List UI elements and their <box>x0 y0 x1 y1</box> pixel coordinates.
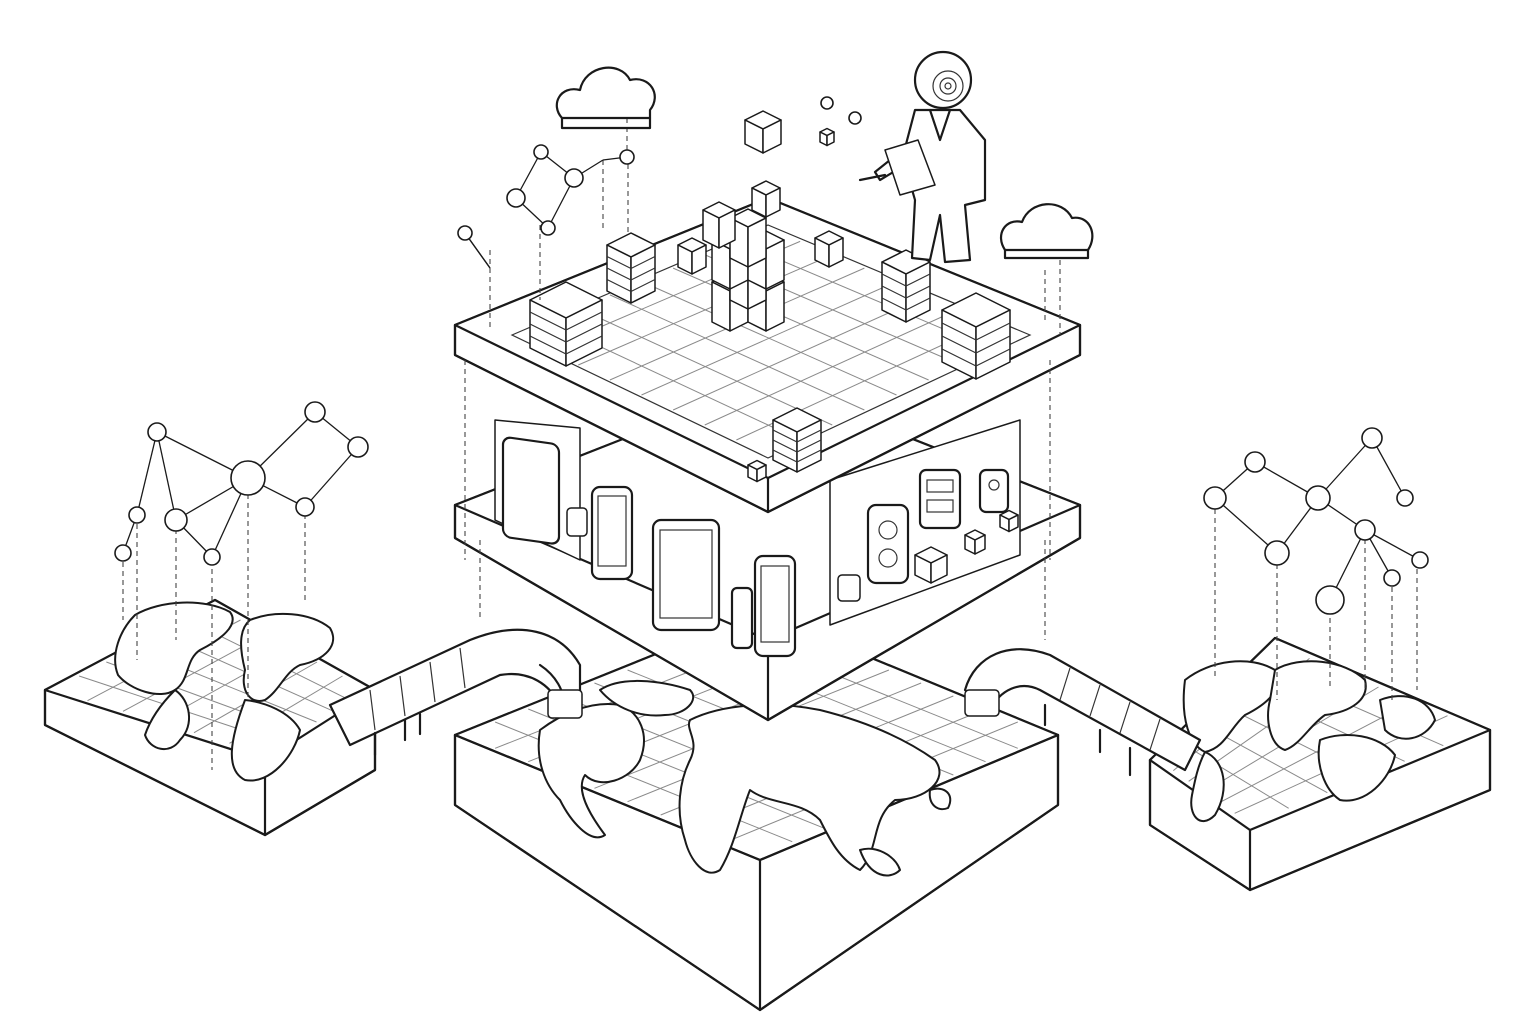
cube-icon <box>814 230 844 268</box>
cube-icon <box>964 529 986 555</box>
device-icon <box>978 468 1010 514</box>
graph-edge <box>304 446 359 508</box>
center-map-platform <box>453 610 1060 1012</box>
graph-node <box>114 544 132 562</box>
tablet-icon <box>501 436 561 545</box>
grid-line <box>578 307 833 426</box>
phone-icon <box>590 485 634 581</box>
graph-node <box>1396 489 1414 507</box>
world-map-icon <box>1182 660 1436 823</box>
graph-node <box>1361 427 1383 449</box>
cube-icon <box>819 127 835 147</box>
graph-edge <box>1214 497 1278 554</box>
cube-icon <box>702 201 736 249</box>
graph-edge <box>1317 437 1373 499</box>
phone-icon <box>753 554 797 658</box>
graph-node <box>1383 569 1401 587</box>
graph-node <box>820 96 834 110</box>
server-rack-icon <box>881 249 931 323</box>
dashed-connectors <box>122 118 1418 770</box>
cube-icon <box>729 208 767 268</box>
server-rack-icon <box>529 232 1011 473</box>
graph-edge <box>136 431 158 516</box>
grid-line <box>672 294 929 411</box>
graph-node <box>1305 485 1331 511</box>
server-grid <box>546 240 994 441</box>
grid-line <box>609 294 865 411</box>
graph-node <box>1203 486 1227 510</box>
server-rack-icon <box>529 281 603 367</box>
graph-node <box>304 401 326 423</box>
cloud-icon <box>555 66 656 130</box>
cube-icon <box>747 459 767 483</box>
graph-node <box>1315 585 1345 615</box>
grid-line <box>704 307 961 426</box>
graph-node <box>564 168 584 188</box>
device-icon <box>918 468 962 530</box>
cube-icon <box>999 509 1019 533</box>
network-graph-icon <box>1203 427 1429 615</box>
graph-node <box>457 225 473 241</box>
graph-node <box>619 149 635 165</box>
graph-node <box>164 508 188 532</box>
device-icon <box>566 507 588 537</box>
cube-icon <box>677 237 707 275</box>
graph-node <box>1354 519 1376 541</box>
cube-icon <box>744 110 782 154</box>
graph-node <box>203 548 221 566</box>
phone-icon <box>730 586 754 650</box>
cube-icon <box>751 180 781 218</box>
cube-icon <box>914 546 948 584</box>
robot-figure-icon <box>858 50 987 264</box>
graph-node <box>230 460 266 496</box>
cube-icon <box>677 110 844 483</box>
server-rack-icon <box>606 232 656 304</box>
device-icon <box>837 574 861 602</box>
pipe-connector-left <box>328 628 583 757</box>
cloud-icon <box>999 203 1094 260</box>
device-icon <box>866 503 910 585</box>
pipe-connector-right <box>963 648 1202 777</box>
cube-icon <box>914 509 1019 584</box>
world-map-icon <box>114 601 335 782</box>
graph-node <box>1411 551 1429 569</box>
network-graph-icon <box>114 401 369 566</box>
graph-node <box>147 422 167 442</box>
server-rack-icon <box>772 407 822 473</box>
tablet-icon <box>651 518 721 632</box>
network-graph-icon <box>457 96 862 269</box>
graph-edge <box>156 431 177 521</box>
graph-node <box>347 436 369 458</box>
graph-node <box>1244 451 1266 473</box>
graph-edge <box>1371 437 1406 499</box>
graph-node <box>540 220 556 236</box>
server-rack-icon <box>941 292 1011 380</box>
graph-node <box>128 506 146 524</box>
grid-line <box>641 281 897 396</box>
graph-node <box>295 497 315 517</box>
server-layer <box>453 110 1082 514</box>
right-map-platform <box>1148 636 1492 892</box>
graph-node <box>506 188 526 208</box>
world-map-icon <box>537 680 952 877</box>
graph-node <box>533 144 549 160</box>
grid-line <box>1177 740 1289 809</box>
left-map-platform <box>43 598 377 837</box>
graph-node <box>848 111 862 125</box>
graph-node <box>1264 540 1290 566</box>
